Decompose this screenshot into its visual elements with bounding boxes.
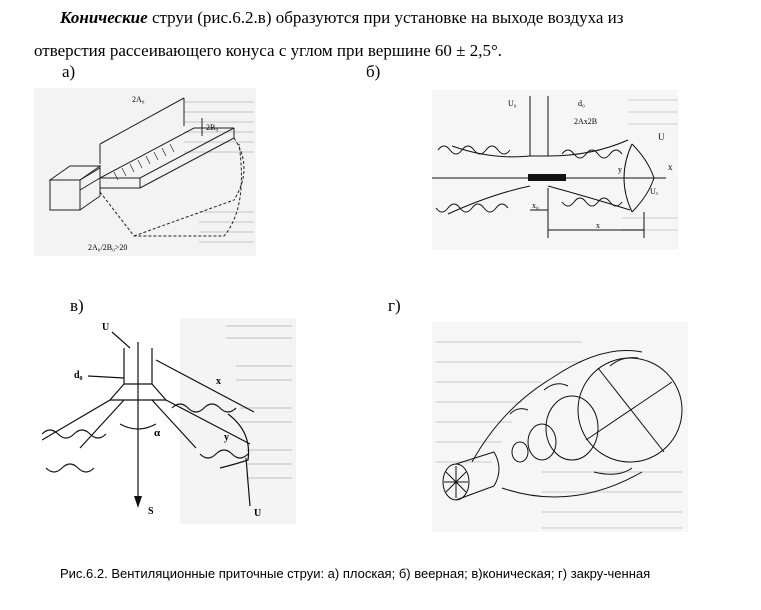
term-conical: Конические xyxy=(60,8,148,27)
paragraph-line-1-text: струи (рис.6.2.в) образуются при установ… xyxy=(147,8,624,27)
figure-a-flat-jet: 2A₀ 2B₀ 2A₀/2B₀>20 xyxy=(34,88,256,256)
figure-g-swirled-jet xyxy=(432,322,688,532)
figure-b-radial-jet: U₀ d₀ 2Ax2B U x y Uₓ x₀ x xyxy=(432,90,678,250)
panel-label-g: г) xyxy=(388,296,401,315)
fig-a-label-2a0: 2A₀ xyxy=(132,95,145,104)
figure-v-conical-jet: U d₀ x α y S U xyxy=(40,318,296,524)
fig-v-label-y: y xyxy=(224,432,229,443)
fig-a-label-2b0: 2B₀ xyxy=(206,123,218,132)
figure-caption: Рис.6.2. Вентиляционные приточные струи:… xyxy=(60,566,651,581)
fig-v-label-s: S xyxy=(148,506,154,517)
fig-v-label-alpha: α xyxy=(154,427,161,439)
fig-b-label-x-bottom: x xyxy=(596,221,600,230)
fig-b-label-x: x xyxy=(668,162,673,172)
fig-v-label-u-bottom: U xyxy=(254,508,261,519)
fig-b-label-u: U xyxy=(658,132,665,142)
panel-label-v: в) xyxy=(70,296,84,315)
fig-b-label-ux: Uₓ xyxy=(650,187,659,196)
panel-label-b: б) xyxy=(366,62,381,81)
fig-b-label-d0: d₀ xyxy=(578,99,585,108)
panel-label-a: а) xyxy=(62,62,76,81)
fig-b-label-2ax2b: 2Ax2B xyxy=(574,117,597,126)
fig-a-label-ratio: 2A₀/2B₀>20 xyxy=(88,243,127,252)
fig-b-label-u0: U₀ xyxy=(508,99,517,108)
paragraph-line-2: отверстия рассеивающего конуса с углом п… xyxy=(34,41,503,60)
paragraph-line-1: Конические струи (рис.6.2.в) образуются … xyxy=(60,8,760,28)
fig-v-label-u-top: U xyxy=(102,322,109,333)
fig-v-label-x: x xyxy=(216,376,221,387)
fig-v-label-d0: d₀ xyxy=(74,370,83,381)
fig-b-label-y: y xyxy=(618,165,622,174)
fig-b-label-x0: x₀ xyxy=(532,201,539,210)
